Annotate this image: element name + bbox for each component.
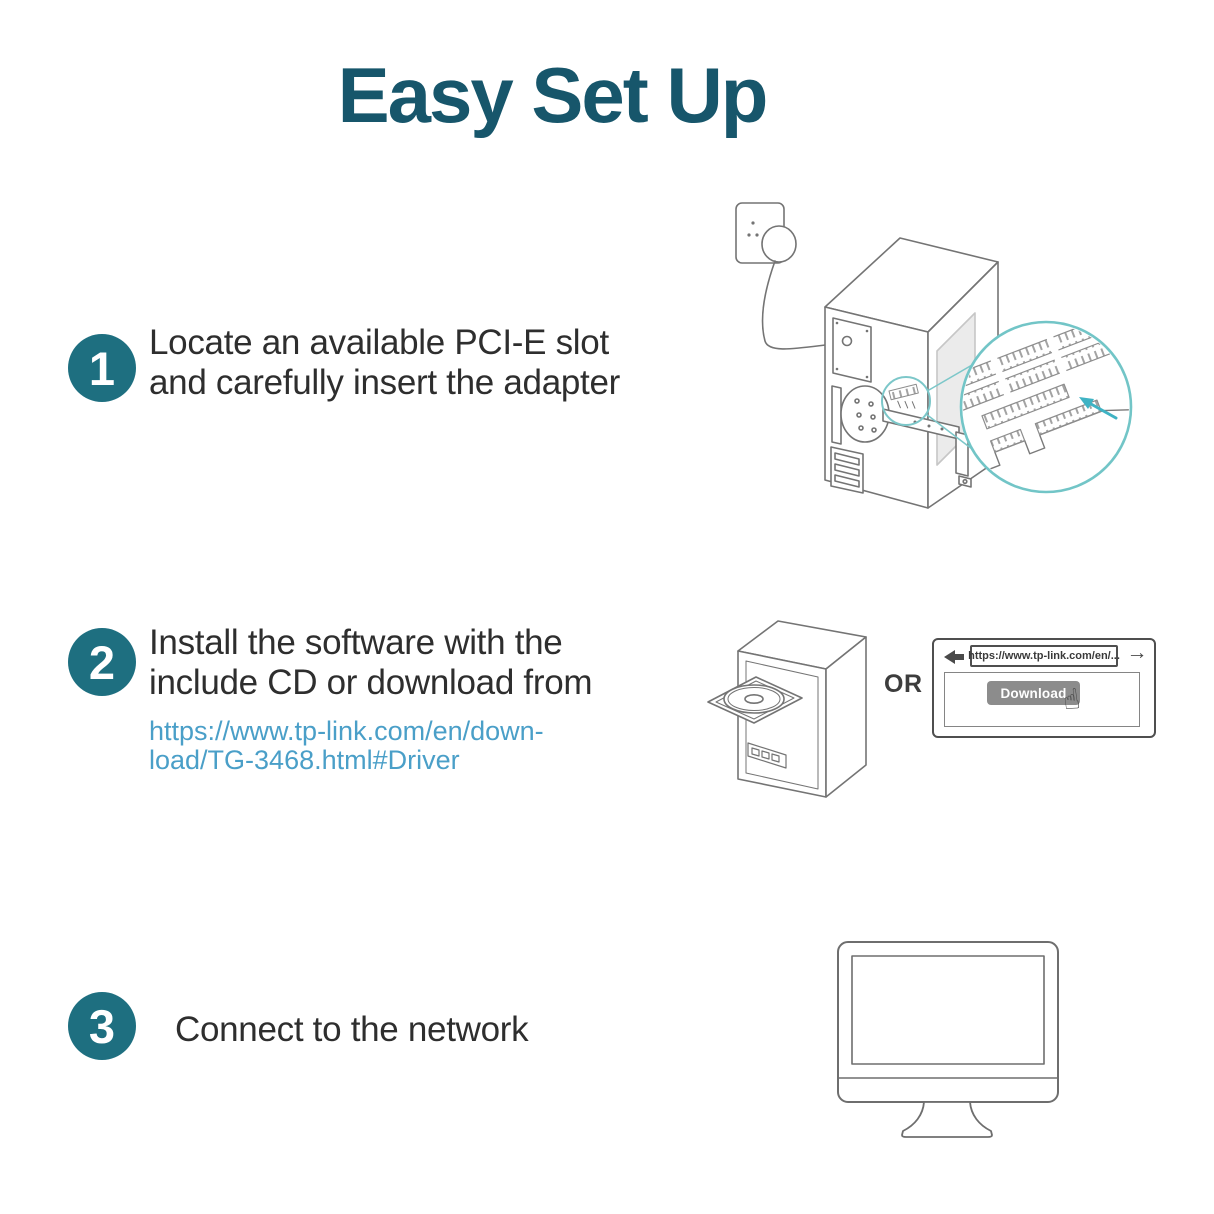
step-2-number: 2	[88, 635, 116, 689]
power-cable-line	[761, 260, 844, 350]
download-url-line-1: https://www.tp-link.com/en/down-	[149, 716, 544, 746]
power-outlet-icon	[735, 202, 797, 264]
step-2-text: Install the software with the include CD…	[149, 623, 593, 703]
step-3-text: Connect to the network	[175, 1010, 529, 1050]
step-2-line-1: Install the software with the	[149, 623, 563, 662]
power-plug-icon	[761, 225, 797, 263]
step-1-line-2: and carefully insert the adapter	[149, 363, 620, 402]
browser-url-text: https://www.tp-link.com/en/...	[968, 650, 1120, 662]
pcie-slots-detail	[963, 324, 1126, 430]
step-3-number: 3	[88, 999, 116, 1053]
download-url-link[interactable]: https://www.tp-link.com/en/down- load/TG…	[149, 717, 544, 775]
or-label: OR	[884, 670, 923, 698]
step-2-badge: 2	[68, 628, 136, 696]
step-3-monitor-illustration	[837, 941, 1059, 1138]
insert-arrow-icon	[1079, 397, 1118, 420]
step-1-number: 1	[88, 341, 116, 395]
slot-detail-mini	[888, 383, 919, 409]
pcie-card-edge-detail	[976, 399, 1129, 490]
browser-window: https://www.tp-link.com/en/... → Downloa…	[932, 638, 1156, 738]
step-1-illustration	[735, 202, 1133, 509]
step-1-text: Locate an available PCI-E slot and caref…	[149, 323, 620, 403]
download-url-line-2: load/TG-3468.html#Driver	[149, 745, 460, 775]
forward-arrow-icon[interactable]: →	[1126, 641, 1148, 664]
browser-content-area: Download ☝	[944, 672, 1140, 727]
step-3-line-1: Connect to the network	[175, 1010, 529, 1049]
page-title: Easy Set Up	[337, 51, 769, 139]
monitor-stand	[901, 1101, 993, 1138]
download-button[interactable]: Download	[987, 681, 1080, 705]
zoom-detail-circle	[959, 320, 1133, 494]
monitor-drawing	[837, 941, 1059, 1138]
browser-url-field[interactable]: https://www.tp-link.com/en/...	[968, 645, 1120, 667]
monitor-screen	[851, 955, 1045, 1065]
step-2-cd-tower-illustration	[707, 620, 867, 798]
step-1-badge: 1	[68, 334, 136, 402]
cd-tray-drawing	[707, 676, 803, 724]
step-3-badge: 3	[68, 992, 136, 1060]
back-arrow-icon[interactable]	[943, 649, 965, 665]
slot-highlight-circle	[881, 376, 931, 426]
step-2-line-2: include CD or download from	[149, 663, 593, 702]
hand-cursor-icon: ☝	[1060, 681, 1083, 718]
step-1-line-1: Locate an available PCI-E slot	[149, 323, 609, 362]
tower-front-ports	[747, 742, 787, 769]
